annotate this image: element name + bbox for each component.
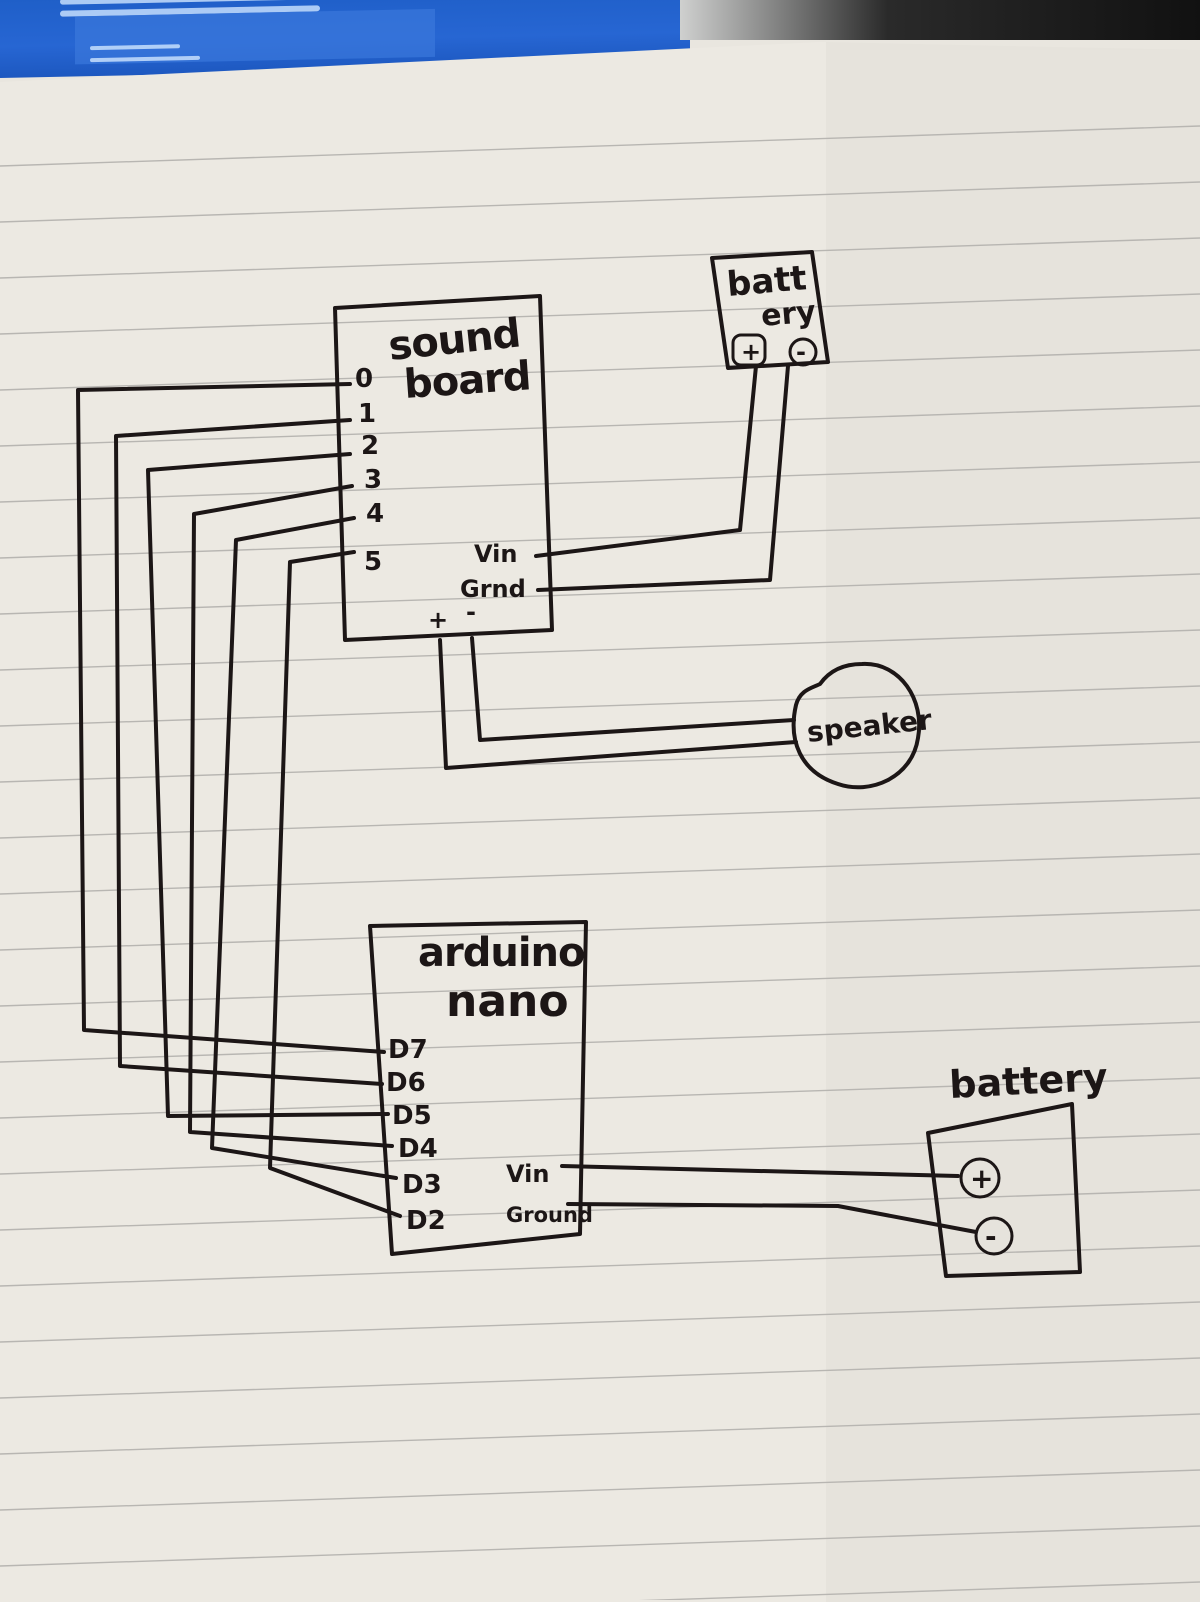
arduino-nano-pin-d5: D5 bbox=[392, 1101, 432, 1131]
arduino-nano-pin-d4: D4 bbox=[398, 1134, 438, 1164]
ruled-line bbox=[0, 181, 1200, 223]
sound-board-outline bbox=[333, 294, 554, 642]
battery-bottom-outline bbox=[926, 1102, 1082, 1278]
ruled-line bbox=[0, 349, 1200, 391]
wire-pin4-to-d3 bbox=[210, 516, 398, 1180]
sound-board-pin-2: 2 bbox=[361, 431, 379, 461]
sound-board-speaker-minus-label: - bbox=[466, 598, 476, 626]
sound-board-pin-5: 5 bbox=[364, 547, 382, 577]
wire-pin5-to-d2 bbox=[268, 550, 402, 1218]
battery-top: batt ery + - bbox=[710, 250, 830, 370]
battery-top-minus-label: - bbox=[796, 338, 806, 366]
ruled-line bbox=[0, 965, 1200, 1007]
battery-bottom-plus-terminal bbox=[959, 1157, 1001, 1199]
wire-arduino-vin-to-battery-plus bbox=[560, 1164, 960, 1178]
wire-arduino-ground-to-battery-minus bbox=[566, 1202, 978, 1234]
arduino-nano-title-line1: arduino bbox=[418, 930, 585, 976]
battery-top-outline bbox=[710, 250, 830, 370]
battery-bottom-minus-terminal bbox=[974, 1216, 1014, 1256]
wire-pin2-to-d5 bbox=[146, 452, 390, 1118]
ruled-lines bbox=[0, 125, 1200, 1600]
sound-board-pin-0: 0 bbox=[355, 364, 373, 394]
wire-sound-minus-to-speaker bbox=[470, 636, 796, 742]
ruled-line bbox=[0, 1301, 1200, 1343]
arduino-nano-pin-d3: D3 bbox=[402, 1170, 442, 1200]
battery-bottom-plus-label: + bbox=[970, 1162, 993, 1195]
speaker-label: speaker bbox=[805, 703, 933, 749]
battery-top-plus-label: + bbox=[741, 338, 761, 366]
ruled-line bbox=[0, 1133, 1200, 1175]
ruled-line bbox=[0, 1525, 1200, 1567]
ruled-line bbox=[0, 853, 1200, 895]
ruled-line bbox=[0, 517, 1200, 559]
ruled-line bbox=[638, 1581, 1200, 1600]
battery-top-label-line2: ery bbox=[760, 294, 818, 334]
battery-top-plus-terminal bbox=[731, 333, 767, 367]
ruled-line bbox=[0, 629, 1200, 671]
sound-board-speaker-plus-label: + bbox=[428, 606, 448, 634]
wire-sound-plus-to-speaker bbox=[438, 638, 798, 770]
notebook-page-right bbox=[826, 42, 1200, 1602]
wires bbox=[76, 364, 978, 1234]
ruled-line bbox=[0, 125, 1200, 167]
arduino-nano-title-line2: nano bbox=[446, 976, 569, 1027]
sound-board-vin-label: Vin bbox=[474, 540, 517, 568]
battery-top-label-line1: batt bbox=[725, 258, 808, 305]
wire-pin0-to-d7 bbox=[76, 382, 386, 1054]
ruled-line bbox=[0, 1021, 1200, 1063]
arduino-nano-pin-d6: D6 bbox=[386, 1068, 426, 1098]
ruled-line bbox=[0, 685, 1200, 727]
ruled-line bbox=[0, 1469, 1200, 1511]
sound-board: sound board 0 1 2 3 4 5 Vin Grnd + - bbox=[333, 294, 554, 642]
sound-board-pin-3: 3 bbox=[364, 465, 382, 495]
battery-bottom-label: battery bbox=[948, 1055, 1109, 1107]
monitor-bezel bbox=[680, 0, 1200, 40]
wire-sound-gnd-to-battery-minus bbox=[536, 364, 790, 592]
ruled-line bbox=[0, 1189, 1200, 1231]
speaker-outline bbox=[791, 661, 922, 790]
ruled-line bbox=[0, 293, 1200, 335]
ruled-line bbox=[0, 909, 1200, 951]
ruled-line bbox=[0, 237, 1200, 279]
ruled-line bbox=[0, 461, 1200, 503]
arduino-nano-pin-d7: D7 bbox=[388, 1035, 428, 1065]
arduino-nano-ground-label: Ground bbox=[506, 1203, 593, 1227]
ruled-line bbox=[0, 573, 1200, 615]
arduino-nano: arduino nano D7 D6 D5 D4 D3 D2 Vin Groun… bbox=[368, 920, 593, 1256]
speaker: speaker bbox=[791, 661, 933, 790]
sound-board-pin-1: 1 bbox=[358, 399, 376, 429]
ruled-line bbox=[0, 405, 1200, 447]
battery-top-minus-terminal bbox=[788, 337, 818, 367]
ruled-line bbox=[0, 797, 1200, 839]
ruled-line bbox=[0, 741, 1200, 783]
ruled-line bbox=[0, 1077, 1200, 1119]
arduino-nano-pin-d2: D2 bbox=[406, 1206, 446, 1236]
arduino-nano-vin-label: Vin bbox=[506, 1160, 549, 1188]
ruled-line bbox=[0, 1357, 1200, 1399]
wire-pin3-to-d4 bbox=[188, 484, 394, 1148]
sound-board-gnd-label: Grnd bbox=[460, 575, 526, 603]
wire-sound-vin-to-battery-plus bbox=[534, 364, 758, 558]
wire-pin1-to-d6 bbox=[114, 418, 384, 1086]
sound-board-title-line2: board bbox=[402, 353, 531, 408]
sound-board-pin-4: 4 bbox=[366, 499, 384, 529]
ruled-line bbox=[0, 1245, 1200, 1287]
ruled-line bbox=[0, 1413, 1200, 1455]
battery-bottom-minus-label: - bbox=[985, 1220, 997, 1253]
battery-bottom: battery + - bbox=[926, 1055, 1109, 1278]
